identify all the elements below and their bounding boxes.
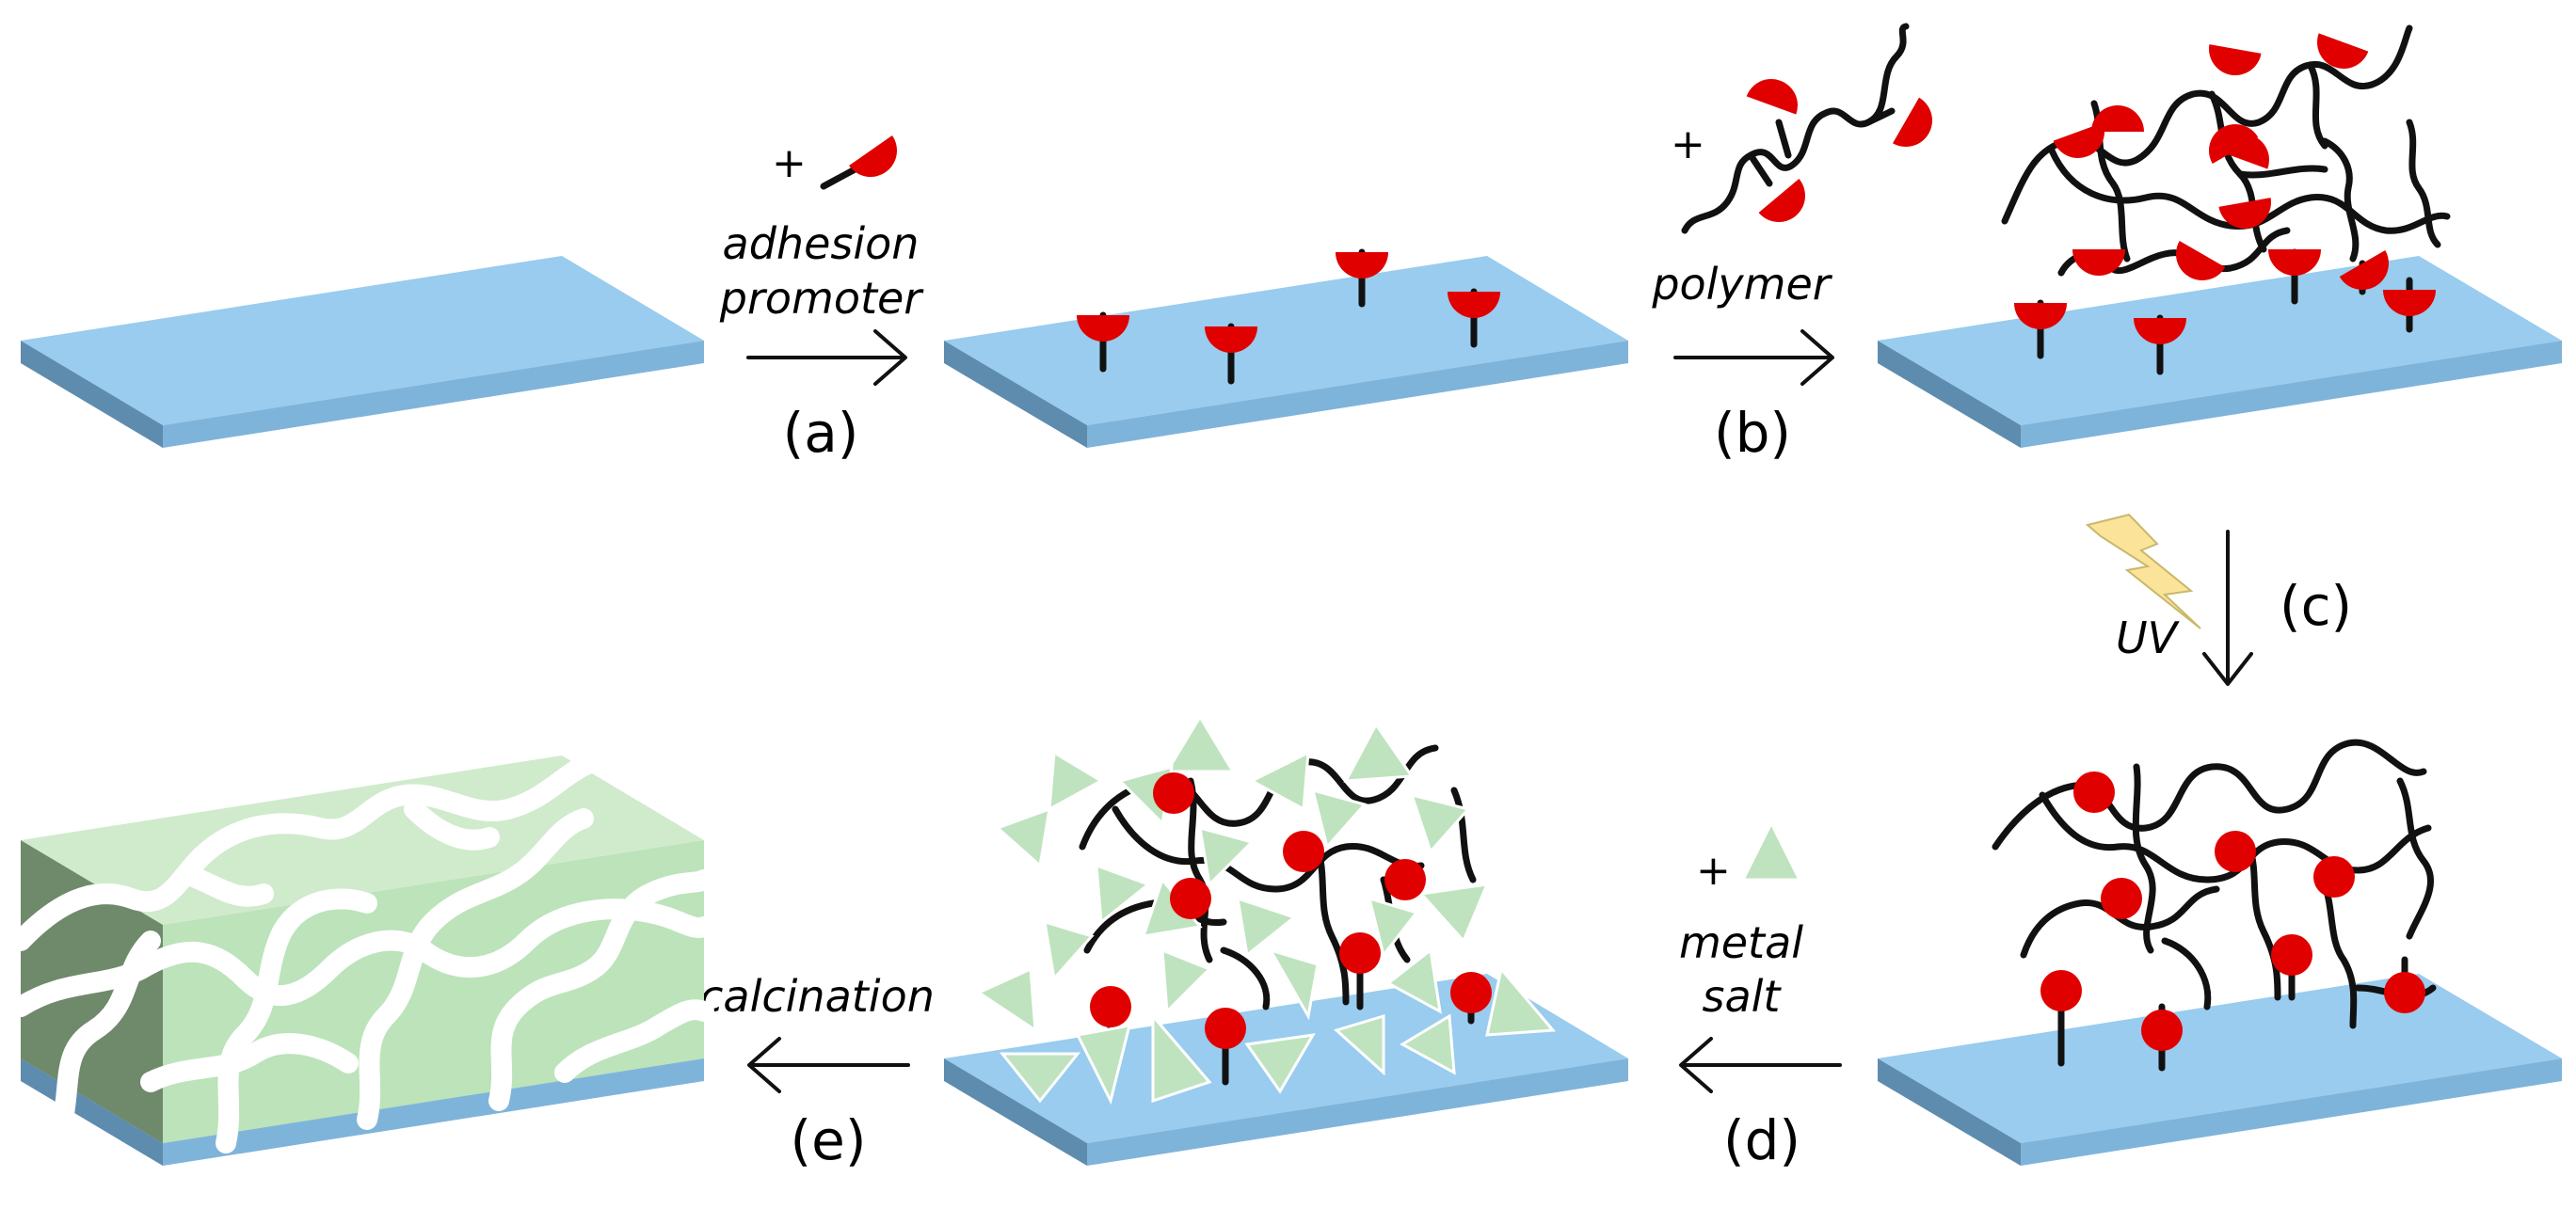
substrate-crosslinked-polymer	[1878, 739, 2562, 1166]
plus-sign: +	[772, 139, 807, 187]
metal-label-line2: salt	[1703, 971, 1783, 1022]
step-a-reagent: + adhesion promoter (a)	[719, 135, 925, 465]
uv-label: UV	[2116, 612, 2181, 663]
step-b-label: (b)	[1714, 401, 1791, 465]
arrow-right	[746, 329, 907, 386]
calcination-label: calcination	[699, 971, 935, 1022]
step-a-label: (a)	[783, 401, 859, 465]
adhesion-anchor-icon	[820, 135, 907, 190]
polymer-label: polymer	[1651, 259, 1832, 310]
step-d-label: (d)	[1723, 1108, 1800, 1172]
arrow-down	[2202, 530, 2253, 686]
step-e-label: (e)	[791, 1108, 867, 1172]
crosslinked-network	[1992, 739, 2437, 1072]
adhesion-label-line2: promoter	[719, 273, 925, 324]
adhesion-label-line1: adhesion	[723, 218, 920, 269]
polymer-chain-icon	[1681, 23, 1943, 234]
plus-sign: +	[1671, 120, 1705, 168]
calcined-porous-film	[10, 752, 714, 1166]
metal-salt-triangle-icon	[1740, 819, 1802, 882]
step-c-uv: UV (c)	[2085, 513, 2352, 686]
substrate-with-adhesion-promoter	[944, 248, 1628, 448]
polymer-network	[2001, 24, 2451, 375]
arrow-left	[1679, 1037, 1842, 1093]
adhesion-anchors	[1077, 248, 1500, 385]
metal-salt-loaded-network	[975, 714, 1557, 1106]
substrate-bare	[21, 256, 704, 448]
metal-label-line1: metal	[1679, 917, 1803, 968]
arrow-right	[1673, 329, 1834, 386]
arrow-left	[747, 1037, 910, 1093]
plus-sign: +	[1696, 847, 1731, 895]
substrate-polymer-metal-salt	[944, 714, 1628, 1166]
step-c-label: (c)	[2280, 574, 2352, 638]
step-b-reagent: + polymer (b)	[1651, 23, 1943, 465]
step-e-reagent: calcination (e)	[699, 971, 935, 1172]
uv-bolt-icon	[2085, 513, 2201, 629]
pore-network	[10, 752, 714, 1153]
substrate-with-polymer	[1878, 24, 2562, 448]
step-d-reagent: + metal salt (d)	[1679, 819, 1842, 1172]
